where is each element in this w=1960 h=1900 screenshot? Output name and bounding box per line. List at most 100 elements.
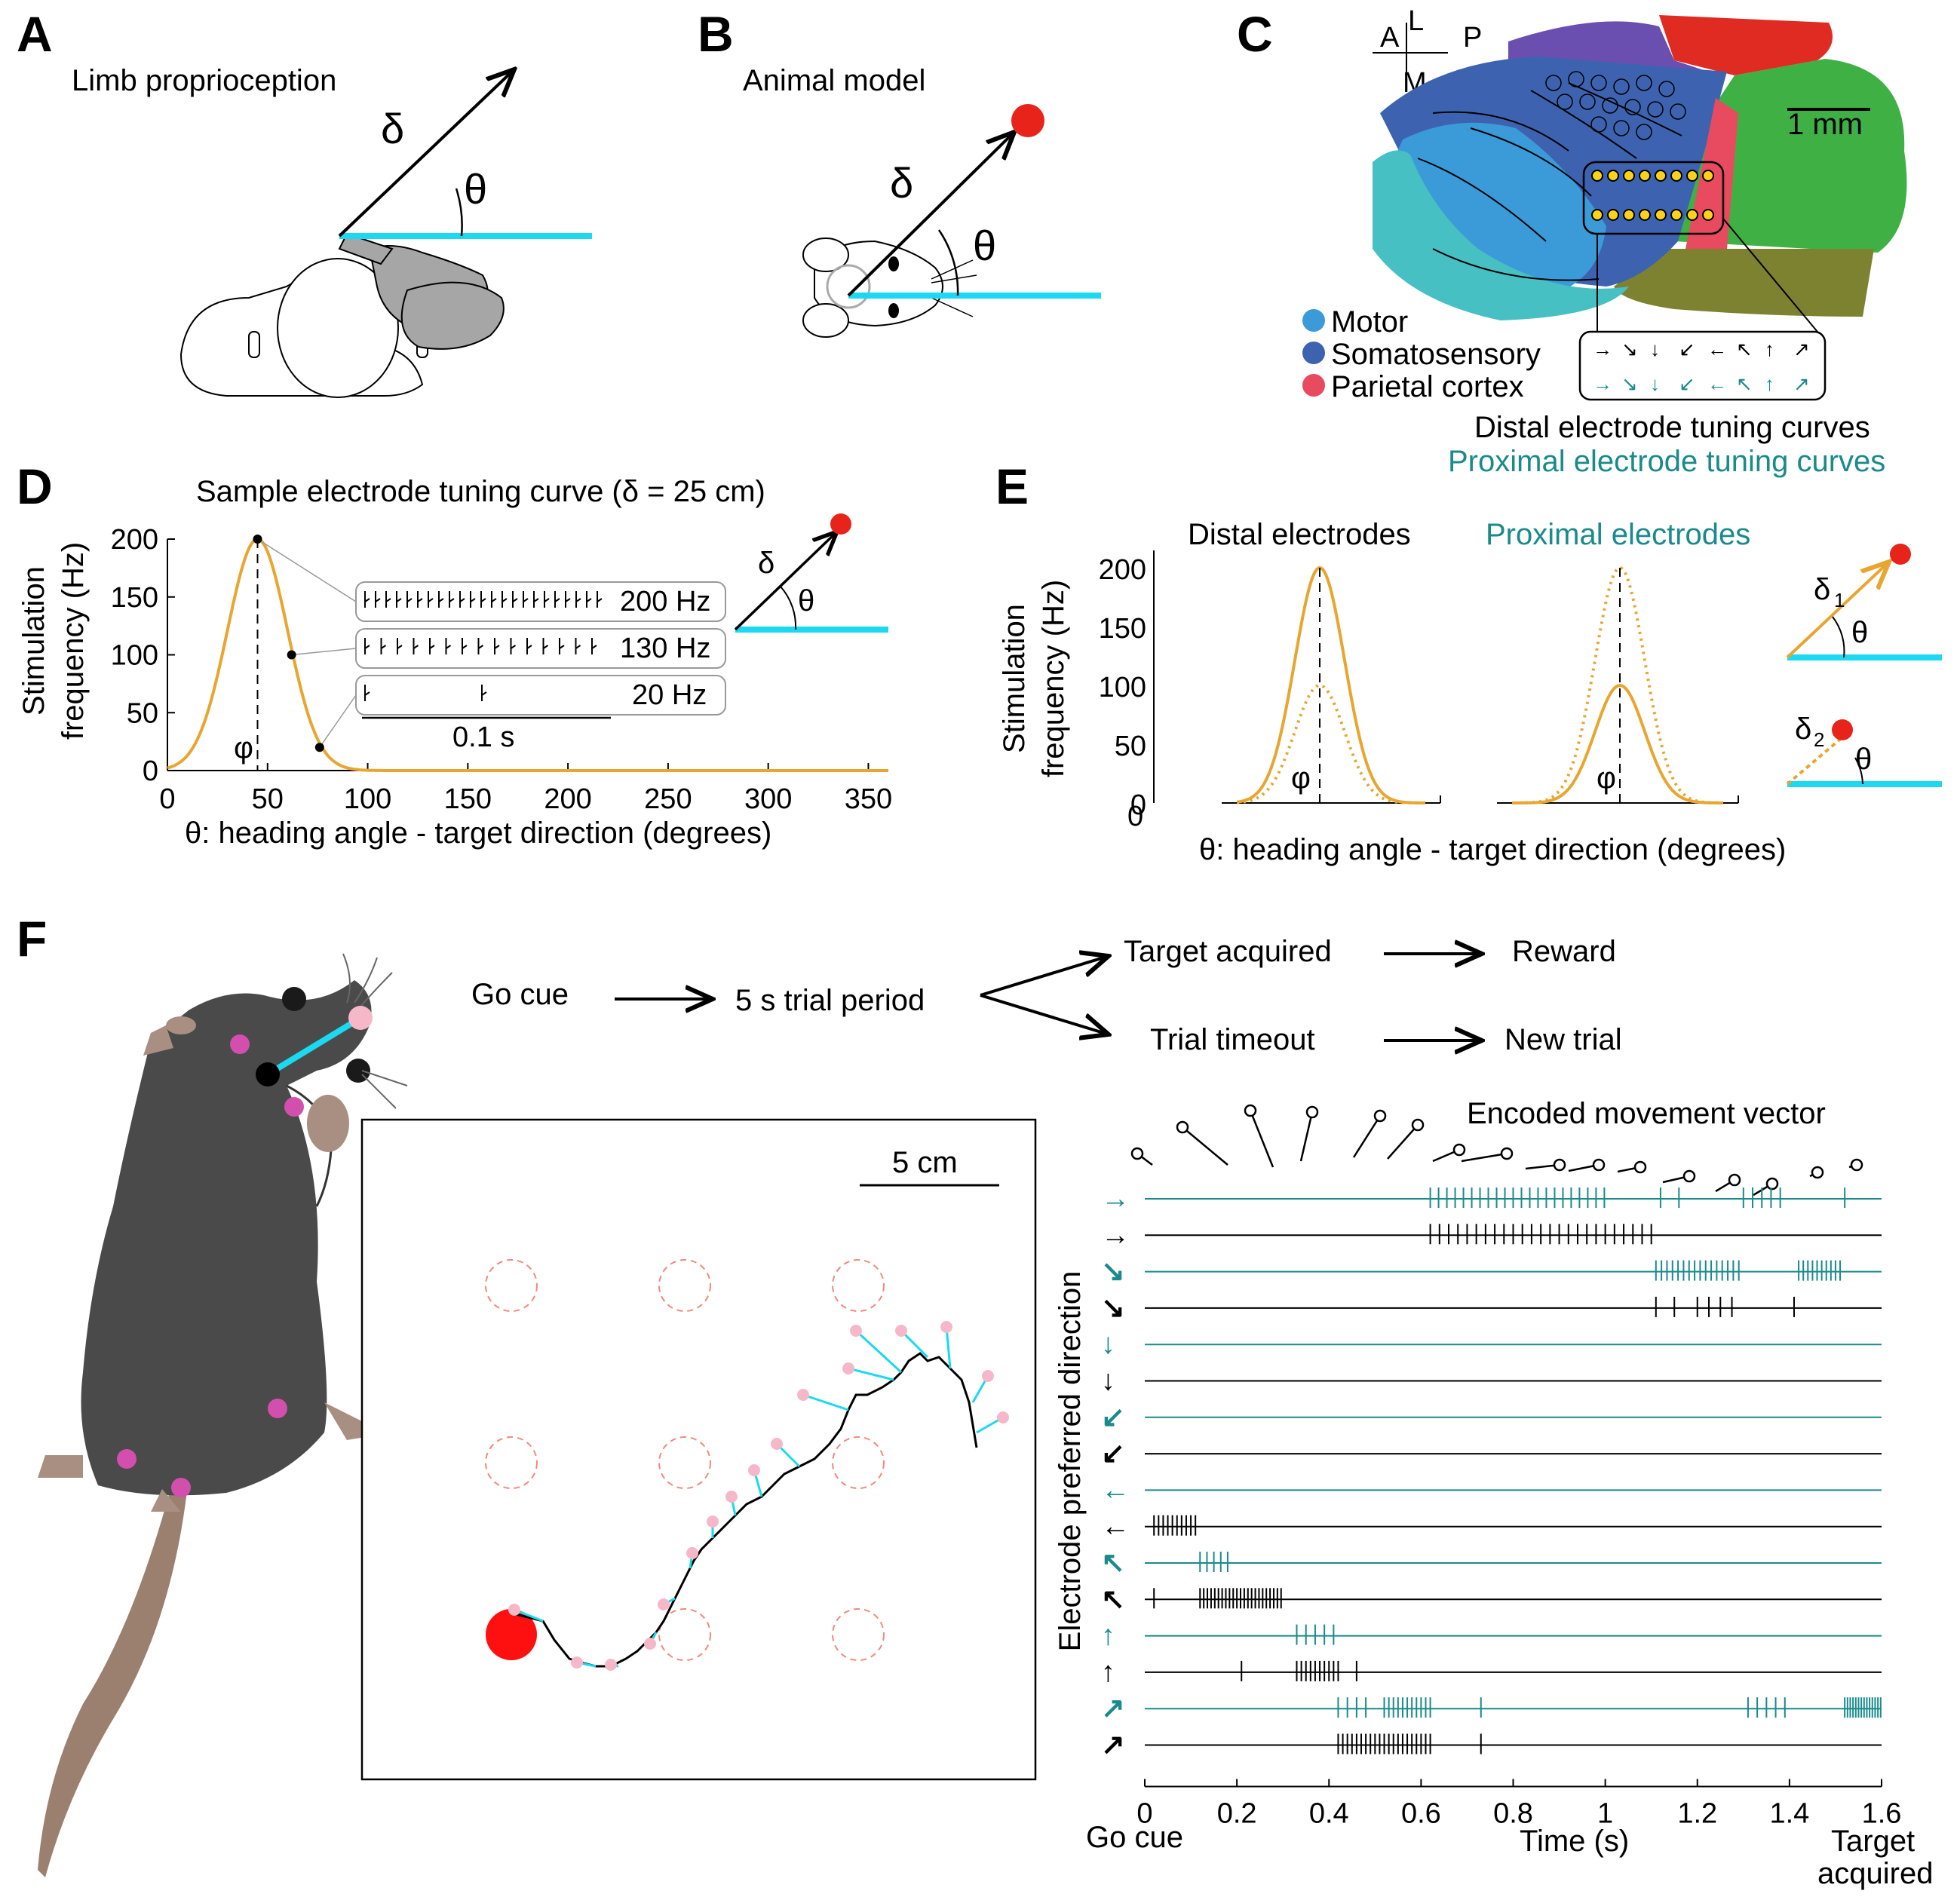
- e-ytick-0: 0: [1130, 789, 1146, 821]
- legend-motor-swatch: [1302, 309, 1325, 332]
- target-grid: [485, 1259, 885, 1661]
- electrode-array: [1591, 170, 1714, 221]
- vector-head: [1305, 1105, 1319, 1119]
- distal-arrow-4: ←: [1707, 338, 1727, 360]
- vector-head: [1553, 1158, 1566, 1172]
- raster-x-tick-label: 0.4: [1309, 1798, 1349, 1830]
- train-200hz-label: 200 Hz: [620, 586, 710, 618]
- raster-row-arrow: ↑: [1101, 1620, 1115, 1652]
- pulse: [417, 591, 423, 608]
- proximal-arrow-3: ↙: [1679, 372, 1695, 395]
- distal-arrow-2: ↓: [1650, 338, 1660, 360]
- mouse-head-icon: [802, 238, 977, 338]
- theta-arc: [455, 188, 463, 237]
- pulse: [512, 591, 518, 608]
- chart-e-curves: [1222, 565, 1739, 804]
- e-ytick-50: 50: [1115, 731, 1146, 762]
- compass-a: A: [1380, 22, 1400, 54]
- vector-head: [1728, 1173, 1741, 1187]
- panel-f: F Go cue 5 s trial period Target acquire…: [17, 911, 1933, 1890]
- panel-a-title: Limb proprioception: [72, 64, 336, 97]
- pulse: [502, 591, 508, 608]
- vector-line: [1352, 1115, 1382, 1158]
- delta-vector: [847, 132, 1014, 297]
- legend-somatosensory: Somatosensory: [1331, 338, 1541, 371]
- delta-symbol: δ: [890, 159, 913, 207]
- distal-arrow-6: ↑: [1765, 338, 1774, 360]
- raster-row-arrow: ↙: [1101, 1438, 1125, 1469]
- pulse: [477, 638, 484, 654]
- e-ytick-200: 200: [1099, 554, 1146, 586]
- e-curve-solid: [1512, 684, 1723, 804]
- tuning-curve: [167, 537, 888, 772]
- arena: [360, 1118, 1037, 1781]
- raster-x-tick-label: 0.2: [1217, 1798, 1257, 1830]
- pulse: [364, 591, 370, 608]
- active-target: [486, 1609, 537, 1660]
- forearm-icon: [400, 281, 505, 350]
- panel-label-e: E: [995, 458, 1029, 514]
- vector-line: [1182, 1126, 1228, 1166]
- pulse: [396, 591, 402, 608]
- panel-e: E Distal electrodes Proximal electrodes …: [995, 458, 1942, 866]
- panel-a: A Limb proprioception δ θ: [17, 6, 592, 398]
- vector-line: [1249, 1110, 1274, 1168]
- pointer-line: [291, 648, 357, 656]
- phi-symbol: φ: [234, 731, 253, 765]
- chart-e-proximal-title: Proximal electrodes: [1486, 518, 1750, 551]
- distal-arrow-7: ↗: [1793, 338, 1810, 360]
- pulse: [494, 638, 500, 654]
- raster-row-arrow: ↙: [1101, 1402, 1125, 1433]
- pulse: [544, 591, 550, 608]
- raster-title: Encoded movement vector: [1467, 1097, 1826, 1130]
- delta-symbol: δ: [381, 105, 404, 152]
- raster-x-tick-label: 1: [1597, 1798, 1613, 1830]
- raster-row-arrow: ↗: [1101, 1693, 1125, 1724]
- y-tick-label: 200: [111, 524, 158, 556]
- proximal-arrow-6: ↑: [1765, 372, 1774, 395]
- train-130hz-box: [355, 628, 726, 669]
- panel-b-title: Animal model: [743, 64, 925, 97]
- chart-d-ylabel-2: frequency (Hz): [57, 542, 90, 740]
- raster-x-tick-label: 1.4: [1769, 1798, 1809, 1830]
- raster-left-label: Go cue: [1086, 1821, 1183, 1854]
- e-curve-dotted: [1236, 683, 1425, 804]
- target-dot: [1011, 104, 1044, 137]
- flow-trial-timeout: Trial timeout: [1150, 1023, 1315, 1056]
- compass-l: L: [1408, 5, 1424, 37]
- raster-x-tick-label: 1.2: [1677, 1798, 1717, 1830]
- compass-p: P: [1463, 22, 1482, 54]
- theta-symbol: θ: [1851, 616, 1868, 649]
- pulse: [591, 638, 597, 654]
- pulse: [438, 591, 444, 608]
- flow-new-trial: New trial: [1505, 1023, 1622, 1056]
- e-ytick-100: 100: [1099, 672, 1146, 703]
- raster-row-arrow: ←: [1101, 1474, 1130, 1506]
- panel-label-f: F: [17, 911, 47, 967]
- pulse: [406, 591, 413, 608]
- pointer-line: [257, 538, 357, 602]
- raster-row-arrow: ←: [1101, 1511, 1130, 1543]
- train-130hz-label: 130 Hz: [620, 633, 710, 664]
- pulse: [575, 638, 581, 654]
- flow-trial-period: 5 s trial period: [735, 984, 925, 1017]
- vector-head: [1373, 1109, 1387, 1123]
- e-curve-dotted: [1512, 566, 1723, 804]
- raster-xlabel: Time (s): [1520, 1825, 1629, 1858]
- electrode-array-outline: [1582, 161, 1725, 235]
- raster-row-arrow: ↗: [1101, 1730, 1125, 1761]
- raster-ylabel: Electrode preferred direction: [1054, 1271, 1087, 1652]
- chart-d-diagram: δ θ: [734, 513, 888, 633]
- pulse: [586, 591, 592, 608]
- delta-vector: [338, 69, 514, 238]
- raster-x-tick-label: 0.6: [1401, 1798, 1441, 1830]
- pulse: [480, 591, 486, 608]
- chart-e-diagram-2: δ 2 θ: [1786, 712, 1942, 787]
- proximal-arrow-0: →: [1593, 372, 1612, 395]
- panel-d: D Sample electrode tuning curve (δ = 25 …: [17, 458, 892, 850]
- vector-head: [1411, 1118, 1425, 1132]
- pulse: [597, 591, 603, 608]
- tuning-box: [1578, 330, 1827, 401]
- raster-row-arrow: ↑: [1101, 1656, 1115, 1688]
